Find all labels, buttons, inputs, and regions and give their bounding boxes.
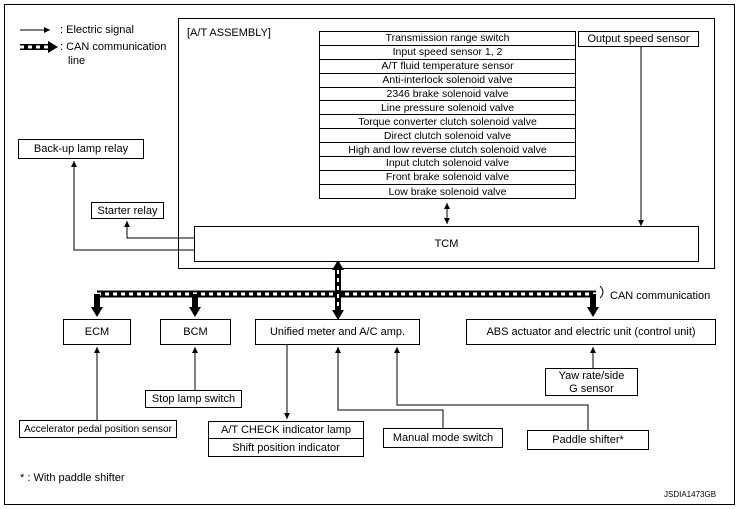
component-input-clutch-valve: Input clutch solenoid valve [320,157,575,171]
legend-can-label: : CAN communication [60,41,167,53]
component-transmission-range-switch: Transmission range switch [320,32,575,46]
at-assembly-label: [A/T ASSEMBLY] [187,27,271,39]
footnote: * : With paddle shifter [20,472,125,484]
can-communication-label: CAN communication [610,290,711,302]
component-anti-interlock-valve: Anti-interlock solenoid valve [320,74,575,88]
legend-can-label-2: line [68,55,86,67]
at-check-indicator-label: A/T CHECK indicator lamp [209,422,363,439]
legend-can-arrow [20,41,58,53]
legend-electric-label: : Electric signal [60,24,134,36]
yaw-rate-label-2: G sensor [569,382,614,395]
component-line-pressure-valve: Line pressure solenoid valve [320,101,575,116]
at-component-list: Transmission range switch Input speed se… [319,31,576,199]
component-fluid-temp-sensor: A/T fluid temperature sensor [320,60,575,74]
paddle-meter-link [394,347,589,430]
diagram-code: JSDIA1473GB [664,490,717,499]
can-label-leader [599,285,604,299]
bcm-box: BCM [160,319,231,345]
output-speed-sensor: Output speed sensor [578,31,699,47]
manual-meter-link [335,347,444,428]
manual-mode-switch: Manual mode switch [383,428,503,448]
starter-relay: Starter relay [91,202,164,219]
component-front-brake-valve: Front brake solenoid valve [320,171,575,185]
indicator-box: A/T CHECK indicator lamp Shift position … [208,421,364,457]
component-high-low-reverse-valve: High and low reverse clutch solenoid val… [320,143,575,158]
component-tcc-valve: Torque converter clutch solenoid valve [320,115,575,130]
tcm-box: TCM [194,226,699,262]
diagram-frame [4,4,735,505]
at-assembly [178,18,715,269]
can-bus [91,260,599,320]
shift-position-indicator-label: Shift position indicator [232,441,340,454]
component-2346-brake-valve: 2346 brake solenoid valve [320,88,575,102]
tcm-backup-link [71,161,194,251]
component-direct-clutch-valve: Direct clutch solenoid valve [320,129,575,144]
yaw-rate-label-1: Yaw rate/side [558,369,625,382]
paddle-shifter: Paddle shifter* [527,430,649,450]
accelerator-sensor: Accelerator pedal position sensor [19,420,177,438]
backup-lamp-relay: Back-up lamp relay [18,139,144,159]
component-input-speed-sensor: Input speed sensor 1, 2 [320,46,575,60]
yaw-rate-sensor: Yaw rate/side G sensor [545,368,638,396]
component-low-brake-valve: Low brake solenoid valve [388,185,507,198]
tcm-starter-link [124,221,194,239]
ecm-box: ECM [63,319,131,345]
stop-lamp-switch: Stop lamp switch [145,390,242,408]
abs-unit-box: ABS actuator and electric unit (control … [466,319,716,345]
unified-meter-box: Unified meter and A/C amp. [255,319,420,345]
